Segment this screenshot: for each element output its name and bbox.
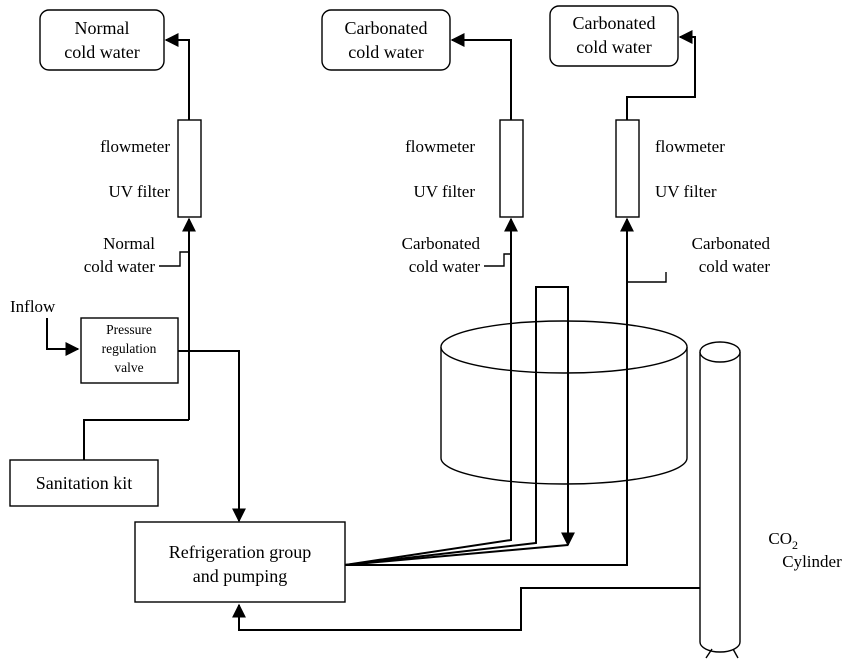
flowmeter-uv-column-carbonated-1 [499,119,524,218]
co2-cylinder [699,341,741,659]
sanitation-pipe [83,419,189,460]
flowmeter-uv-column-carbonated-2 [615,119,640,218]
sanitation-kit-box [9,459,159,507]
leader-normal [159,251,189,267]
valve-label-2: regulation [102,341,157,356]
uv-filter-label-carbonated-1: UV filter [413,182,475,201]
sanitation-kit-label: Sanitation kit [36,473,133,493]
output-carbonated-cold-water-1: Carbonated cold water [321,9,451,71]
refrigeration-label-2: and pumping [193,566,288,586]
output-carbonated2-line2: cold water [576,37,651,57]
pipe-to-carbonated1-output [450,33,512,120]
co2-cylinder-label: Cylinder [782,552,842,571]
output-carbonated-cold-water-2: Carbonated cold water [549,5,679,67]
flowmeter-uv-column-normal [177,119,202,218]
uv-filter-label-normal: UV filter [108,182,170,201]
flowmeter-label-carbonated-1: flowmeter [405,137,475,156]
pipe-to-normal-output [164,33,190,120]
water-tank [440,320,688,485]
refrigeration-label-1: Refrigeration group [169,542,311,562]
output-normal-line1: Normal [75,18,130,38]
valve-output-pipe [178,350,246,523]
pipe-to-carbonated2-output [626,30,696,120]
output-normal-cold-water: Normal cold water [39,9,165,71]
refrigeration-group-box [134,521,346,603]
output-carbonated1-line1: Carbonated [345,18,428,38]
line-label-carbonated2-2: cold water [699,257,771,276]
co2-supply-pipe [232,587,700,631]
line-label-carbonated2-1: Carbonated [692,234,771,253]
leader-carbonated-2 [627,272,667,283]
valve-label-1: Pressure [106,322,152,337]
inflow-pipe [46,318,80,356]
flowmeter-label-carbonated-2: flowmeter [655,137,725,156]
uv-filter-label-carbonated-2: UV filter [655,182,717,201]
line-label-normal-2: cold water [84,257,156,276]
output-normal-line2: cold water [64,42,139,62]
co2-formula: CO2 [768,529,798,552]
carbonated1-supply-pipe [344,217,518,566]
carbonated2-supply-pipe [345,217,634,566]
line-label-carbonated1-1: Carbonated [402,234,481,253]
line-label-carbonated1-2: cold water [409,257,481,276]
valve-label-3: valve [114,360,143,375]
output-carbonated2-line1: Carbonated [573,13,656,33]
flowmeter-label-normal: flowmeter [100,137,170,156]
leader-carbonated-1 [484,253,511,267]
tank-recirculation-up [344,286,575,566]
tank-return-pipe [344,544,569,566]
inflow-label: Inflow [10,297,56,316]
line-label-normal-1: Normal [103,234,155,253]
output-carbonated1-line2: cold water [348,42,423,62]
